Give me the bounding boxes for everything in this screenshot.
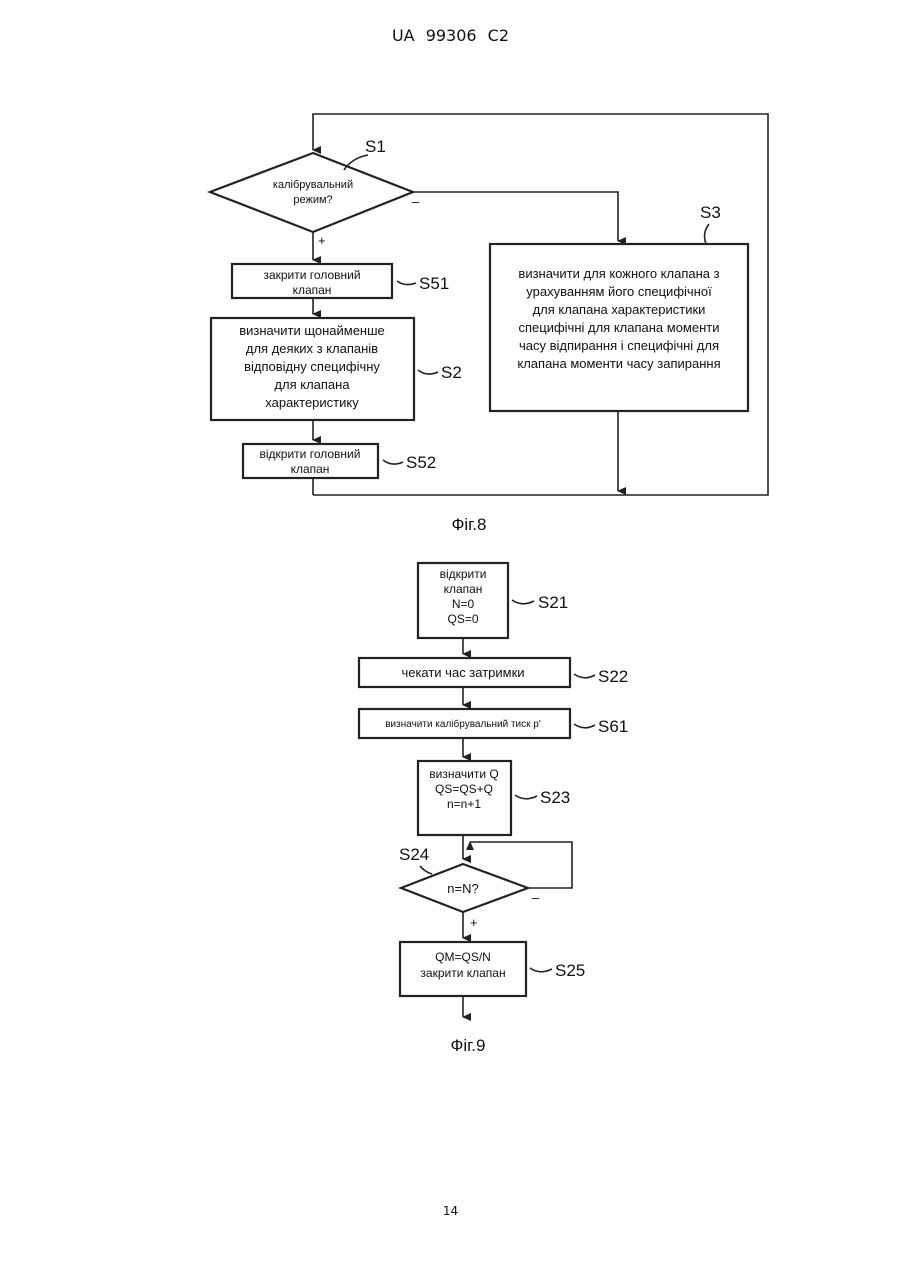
fig9-s22-leader [574, 674, 595, 678]
fig9-s23-text-3: n=n+1 [447, 797, 481, 811]
fig8-s51-text-1: закрити головний [263, 268, 360, 282]
fig9-s25-text-1: QM=QS/N [435, 950, 491, 964]
fig8-s3-leader [705, 224, 709, 244]
fig8-s1-text-2: режим? [293, 194, 332, 206]
fig8-s3-label: S3 [700, 203, 721, 222]
fig9-s24-yes: + [470, 915, 478, 930]
fig8-s2-text-2: для деяких з клапанів [246, 341, 378, 356]
fig9-s24-label: S24 [399, 845, 429, 864]
fig8-s51-text-2: клапан [293, 283, 332, 297]
fig8-s3-text-3: для клапана характеристики [533, 302, 706, 317]
fig9-s61-text-1: визначити калібрувальний тиск р' [385, 718, 541, 730]
fig8-s51-label: S51 [419, 274, 449, 293]
fig9-s24-text-1: n=N? [447, 881, 478, 896]
fig8-s1-label: S1 [365, 137, 386, 156]
fig8-s2-label: S2 [441, 363, 462, 382]
fig8-s3-text-1: визначити для кожного клапана з [518, 266, 719, 281]
fig8-s1-decision [210, 153, 413, 232]
fig9-s21-leader [512, 600, 534, 604]
fig8-s1-text-1: калібрувальний [273, 179, 353, 191]
fig8-s52-text-1: відкрити головний [260, 447, 361, 461]
fig8-s2-text-1: визначити щонайменше [239, 323, 385, 338]
fig8-s1-no: – [412, 194, 420, 209]
fig8-s3-text-6: клапана моменти часу запирання [517, 356, 720, 371]
fig8-s52-label: S52 [406, 453, 436, 472]
fig9-s21-text-2: клапан [444, 582, 483, 596]
fig8-s52-leader [383, 460, 403, 464]
fig9-s24-no: – [532, 890, 540, 905]
fig9-s23-leader [515, 795, 537, 799]
fig8-s2-text-3: відповідну специфічну [244, 359, 380, 374]
fig8-s2-leader [418, 370, 438, 374]
fig8-s3-text-5: часу відпирання і специфічні для [519, 338, 719, 353]
fig9-caption: Фіг.9 [450, 1036, 485, 1055]
fig9-s25-text-2: закрити клапан [420, 966, 505, 980]
fig9-s21-text-4: QS=0 [447, 612, 478, 626]
fig8-arrow-s1-s3 [413, 192, 618, 241]
fig9-s25-leader [530, 968, 552, 972]
fig8-s2-text-4: для клапана [274, 377, 350, 392]
fig9-s24-leader [420, 866, 432, 874]
fig9-s23-text-1: визначити Q [429, 767, 498, 781]
fig9-s21-label: S21 [538, 593, 568, 612]
fig9-diagram: відкрити клапан N=0 QS=0 S21 чекати час … [359, 563, 628, 1055]
fig9-s22-text-1: чекати час затримки [401, 665, 524, 680]
fig9-s23-text-2: QS=QS+Q [435, 782, 493, 796]
fig9-s61-leader [574, 724, 595, 728]
fig8-s1-yes: + [318, 233, 326, 248]
fig8-s3-text-4: специфічні для клапана моменти [518, 320, 719, 335]
fig9-s23-label: S23 [540, 788, 570, 807]
fig9-s21-text-1: відкрити [440, 567, 487, 581]
fig8-s52-text-2: клапан [291, 462, 330, 476]
fig8-s2-text-5: характеристику [265, 395, 359, 410]
fig8-s51-leader [397, 281, 416, 285]
fig9-s25-label: S25 [555, 961, 585, 980]
fig8-diagram: калібрувальний режим? S1 + – закрити гол… [210, 114, 768, 534]
fig9-s21-text-3: N=0 [452, 597, 475, 611]
fig8-s3-text-2: урахуванням його специфічної [526, 284, 712, 299]
fig9-s22-label: S22 [598, 667, 628, 686]
page-number: 14 [0, 1204, 901, 1218]
fig8-caption: Фіг.8 [451, 515, 486, 534]
fig9-s61-label: S61 [598, 717, 628, 736]
